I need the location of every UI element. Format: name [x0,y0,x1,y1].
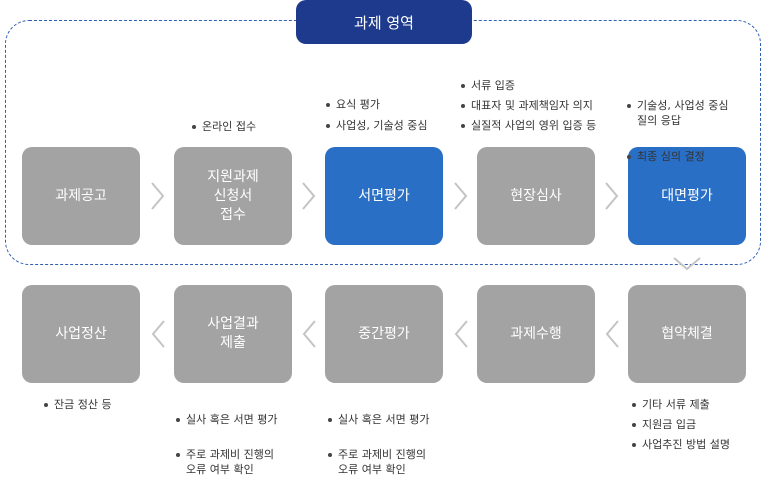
step-agreement: 협약체결 [628,285,746,383]
note-item: 최종 심의 결정 [626,149,728,164]
note-item: 주로 과제비 진행의 오류 여부 확인 [327,447,429,477]
note-item: 잔금 정산 등 [43,397,112,412]
note-item: 사업성, 기술성 중심 [325,118,427,133]
chevron-right-icon [298,180,318,212]
notes-interim-review: 실사 혹은 서면 평가 주로 과제비 진행의 오류 여부 확인 [327,397,429,497]
step-interview-review: 대면평가 [628,147,746,245]
note-item: 온라인 접수 [191,119,256,134]
notes-onsite-inspection: 서류 입증 대표자 및 과제책임자 의지 실질적 사업의 영위 입증 등 [460,78,596,138]
note-item: 지원금 입금 [631,417,730,432]
note-item: 기술성, 사업성 중심 질의 응답 [626,98,728,128]
step-task-execution: 과제수행 [477,285,595,383]
chevron-right-icon [601,180,621,212]
step-onsite-inspection: 현장심사 [477,147,595,245]
notes-application-receipt: 온라인 접수 [191,119,256,140]
notes-document-review: 요식 평가 사업성, 기술성 중심 [325,97,427,139]
step-application-receipt: 지원과제 신청서 접수 [174,147,292,245]
chevron-left-icon [452,318,472,350]
note-item: 실사 혹은 서면 평가 [327,412,429,427]
step-interim-review: 중간평가 [325,285,443,383]
chevron-down-icon [671,254,703,274]
step-result-submission: 사업결과 제출 [174,285,292,383]
note-item: 주로 과제비 진행의 오류 여부 확인 [175,447,277,477]
chevron-left-icon [149,318,169,350]
note-item: 실질적 사업의 영위 입증 등 [460,118,596,133]
notes-settlement: 잔금 정산 등 [43,397,112,418]
step-settlement: 사업정산 [22,285,140,383]
chevron-left-icon [603,318,623,350]
note-item: 대표자 및 과제책임자 의지 [460,98,596,113]
note-item: 요식 평가 [325,97,427,112]
note-item: 실사 혹은 서면 평가 [175,412,277,427]
note-item: 기타 서류 제출 [631,397,730,412]
notes-result-submission: 실사 혹은 서면 평가 주로 과제비 진행의 오류 여부 확인 [175,397,277,497]
notes-agreement: 기타 서류 제출 지원금 입금 사업추진 방법 설명 [631,397,730,457]
chevron-left-icon [300,318,320,350]
note-item: 사업추진 방법 설명 [631,437,730,452]
note-item: 서류 입증 [460,78,596,93]
step-announcement: 과제공고 [22,147,140,245]
chevron-right-icon [450,180,470,212]
task-region-title: 과제 영역 [296,0,472,44]
notes-interview-review: 기술성, 사업성 중심 질의 응답 최종 심의 결정 [626,83,728,185]
step-document-review: 서면평가 [325,147,443,245]
chevron-right-icon [147,180,167,212]
